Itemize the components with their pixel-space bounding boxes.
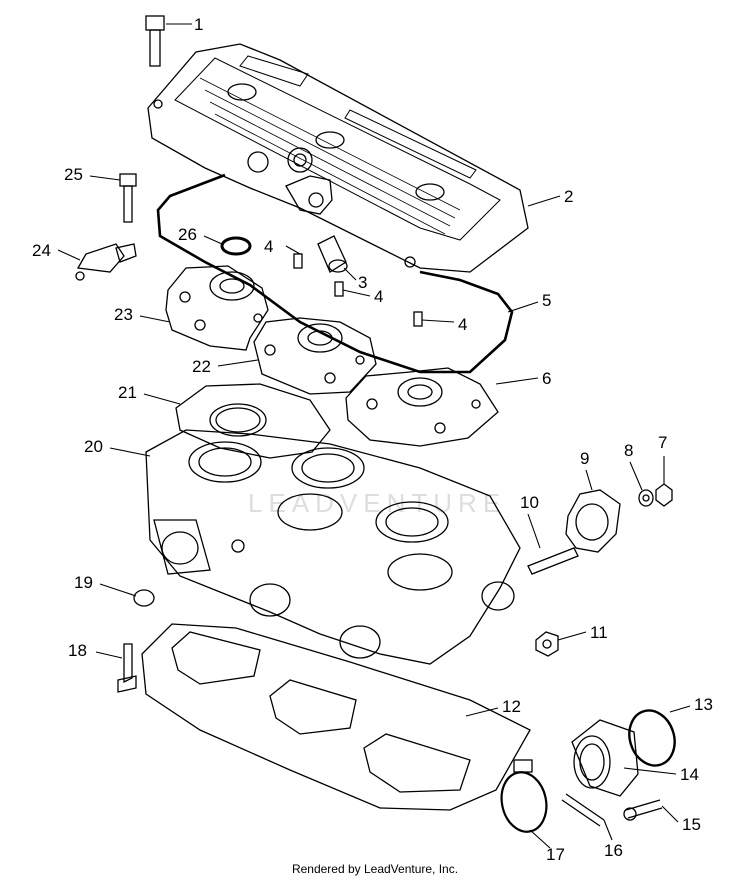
callout-6: 6 (542, 369, 551, 388)
callout-1: 1 (194, 15, 203, 34)
callout-26: 26 (178, 225, 197, 244)
callout-25: 25 (64, 165, 83, 184)
callout-9: 9 (580, 449, 589, 468)
footer-credit: Rendered by LeadVenture, Inc. (291, 862, 459, 876)
callout-20: 20 (84, 437, 103, 456)
base-gasket-12[interactable] (141, 623, 531, 811)
cover-gasket[interactable] (156, 173, 514, 374)
cylinder-head-23[interactable] (165, 265, 269, 351)
cylinder-head-22[interactable] (253, 317, 377, 395)
screw-15[interactable] (623, 799, 663, 821)
callout-15: 15 (682, 815, 701, 834)
screw-16[interactable] (561, 793, 605, 827)
callout-4c: 4 (458, 315, 467, 334)
callout-12: 12 (502, 697, 521, 716)
bolt-1[interactable] (145, 15, 165, 67)
head-cover[interactable] (147, 43, 529, 273)
nut-7[interactable] (655, 483, 673, 507)
exhaust-flange-9[interactable] (565, 489, 621, 553)
callout-18: 18 (68, 641, 87, 660)
cylinder-block-20[interactable] (145, 429, 521, 665)
callout-3: 3 (358, 273, 367, 292)
stud-10[interactable] (527, 547, 579, 575)
leader-lines (57, 23, 691, 849)
head-gasket-21[interactable] (175, 383, 331, 459)
callout-2: 2 (564, 187, 573, 206)
callout-24: 24 (32, 241, 51, 260)
bolt-25[interactable] (119, 173, 137, 223)
o-ring-26[interactable] (220, 236, 252, 256)
temp-sensor-24[interactable] (75, 243, 137, 281)
callout-11: 11 (590, 623, 608, 642)
dowel-pins[interactable] (293, 253, 423, 327)
watermark-text: LEADVENTURE (248, 488, 506, 518)
callout-4a: 4 (264, 237, 273, 256)
callout-labels: 1 2 3 4 4 4 5 6 7 8 9 10 11 12 13 14 15 … (32, 15, 713, 864)
cylinder-head-6[interactable] (345, 367, 499, 447)
connector-3[interactable] (317, 235, 348, 273)
callout-23: 23 (114, 305, 133, 324)
clamp-17[interactable] (496, 759, 552, 836)
callout-19: 19 (74, 573, 93, 592)
washer-8[interactable] (638, 489, 654, 507)
callout-22: 22 (192, 357, 211, 376)
callout-13: 13 (694, 695, 713, 714)
o-ring-13[interactable] (622, 705, 681, 772)
callout-7: 7 (658, 433, 667, 452)
callout-4b: 4 (374, 287, 383, 306)
callout-16: 16 (604, 841, 623, 860)
sensor-18[interactable] (117, 643, 137, 693)
callout-8: 8 (624, 441, 633, 460)
intake-sleeve-14[interactable] (571, 719, 639, 797)
callout-21: 21 (118, 383, 137, 402)
callout-17: 17 (546, 845, 565, 864)
callout-10: 10 (520, 493, 539, 512)
callout-5: 5 (542, 291, 551, 310)
callout-14: 14 (680, 765, 699, 784)
nut-11[interactable] (535, 631, 559, 657)
plug-19[interactable] (133, 589, 155, 607)
